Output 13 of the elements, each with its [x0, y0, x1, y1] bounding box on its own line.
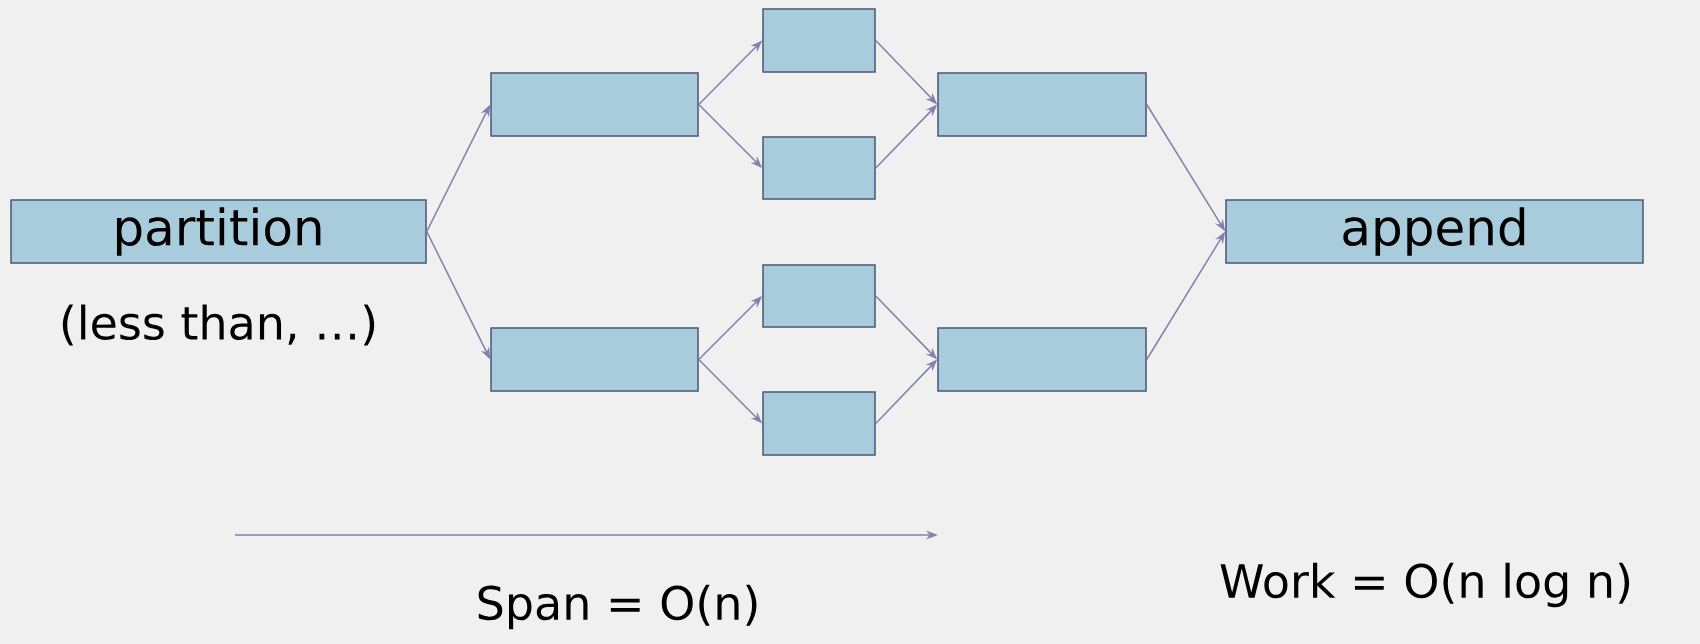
process-box: append: [1225, 199, 1644, 264]
empty-box: [490, 327, 699, 392]
empty-box: [490, 72, 699, 137]
process-box: partition: [10, 199, 427, 264]
empty-box: [937, 72, 1147, 137]
formula-label: Work = O(n log n): [1220, 562, 1630, 608]
empty-box: [762, 8, 876, 73]
empty-box: [762, 391, 876, 456]
formula-label: Span = O(n): [478, 584, 757, 630]
empty-box: [937, 327, 1147, 392]
empty-box: [762, 264, 876, 328]
node-caption: (less than, …): [62, 304, 375, 346]
empty-box: [762, 136, 876, 200]
